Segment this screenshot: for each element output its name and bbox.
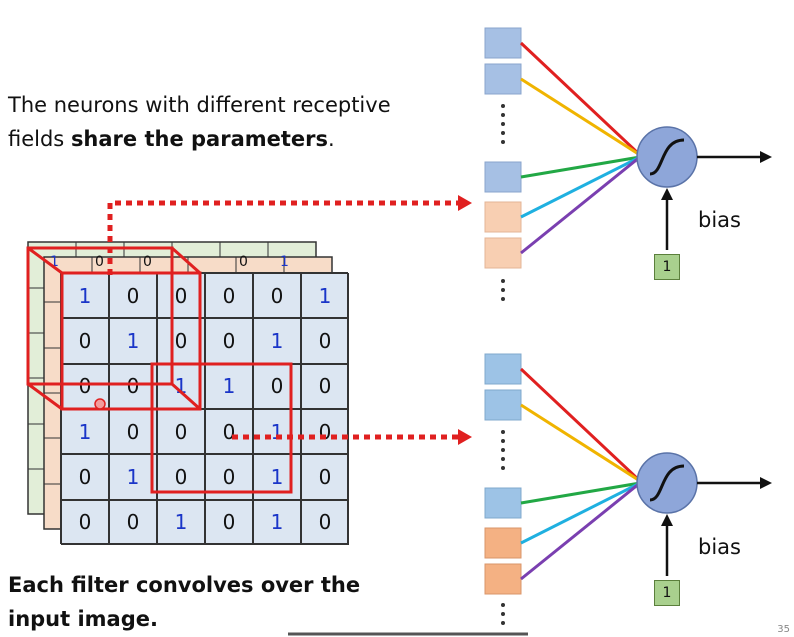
cursor-icon [94,398,106,410]
neuron-2-body [636,452,698,514]
receptive-field-2 [150,362,293,494]
matrix-cell: 0 [109,499,157,545]
svg-text:1: 1 [280,254,289,270]
top-caption-bold: share the parameters [70,127,329,151]
top-caption-line-2: fields share the parameters. [8,122,391,156]
matrix-cell: 0 [301,363,349,409]
sigmoid-icon [649,464,685,502]
matrix-cell: 0 [61,499,109,545]
arrow-2-head [458,429,472,445]
bottom-caption-line-1: Each filter convolves over the [8,573,361,597]
neuron-unit-1 [484,27,772,301]
page-number: 35 [777,624,790,635]
bottom-caption-line-2: input image. [8,607,158,631]
receptive-field-1 [26,246,202,411]
arrow-1 [107,200,458,275]
bias-value-box-2: 1 [654,580,680,606]
bias-value-box-1: 1 [654,254,680,280]
matrix-cell: 0 [205,499,253,545]
neuron-unit-2 [484,353,772,625]
matrix-cell: 1 [253,499,301,545]
top-caption-period: . [328,127,335,151]
top-caption: The neurons with different receptive fie… [8,88,391,156]
matrix-cell: 1 [157,499,205,545]
bias-label-1: bias [698,208,741,232]
matrix-cell: 0 [301,499,349,545]
bottom-caption: Each filter convolves over the input ima… [8,568,360,636]
svg-text:0: 0 [143,254,152,270]
matrix-cell: 1 [109,318,157,364]
matrix-cell: 0 [301,318,349,364]
svg-text:0: 0 [239,254,248,270]
top-caption-line-1: The neurons with different receptive [8,93,391,117]
svg-text:1: 1 [50,254,59,270]
sigmoid-icon [649,138,685,176]
top-caption-fields: fields [8,127,71,151]
neuron-1-body [636,126,698,188]
matrix-cell: 0 [253,273,301,319]
matrix-cell: 0 [205,454,253,500]
matrix-cell: 1 [109,454,157,500]
matrix-cell: 0 [61,454,109,500]
matrix-cell: 0 [205,273,253,319]
arrow-1-head [458,195,472,211]
matrix-cell: 1 [301,273,349,319]
matrix-cell: 0 [157,454,205,500]
svg-text:0: 0 [95,254,104,270]
matrix-cell: 0 [301,454,349,500]
matrix-cell: 1 [253,454,301,500]
bias-label-2: bias [698,535,741,559]
